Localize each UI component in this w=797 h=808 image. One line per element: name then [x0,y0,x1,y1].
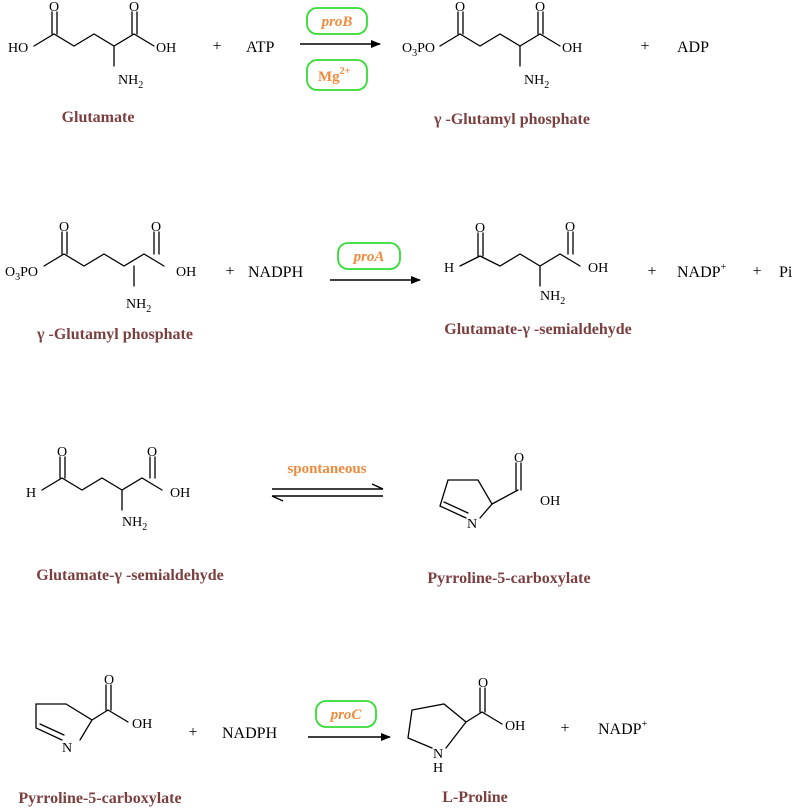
atom-o: O [514,451,524,466]
condition-label: spontaneous [287,461,366,477]
svg-text:O3PO: O3PO [402,41,435,59]
cofactor: ATP [246,39,275,56]
atom-o: O [57,445,67,460]
reactant-name: Glutamate-γ -semialdehyde [36,567,223,584]
reactant-name: Pyrroline-5-carboxylate [18,790,181,807]
cofactor-ion-box: Mg2+ [306,59,368,91]
product-name: L-Proline [442,789,507,806]
glutamyl-phosphate-structure: O O O3PO OH NH2 [402,0,582,91]
reaction-2: O O O3PO OH NH2 γ -Glutamyl phosphate + … [5,220,793,343]
svg-text:NH2: NH2 [118,73,143,91]
plus-sign: + [640,38,649,55]
enzyme-label: proC [329,707,363,723]
product-name: Glutamate-γ -semialdehyde [444,321,631,338]
atom-o: O [455,0,465,15]
atom-o: O [5,265,15,280]
atom-o: O [147,445,157,460]
atom-o: O [478,676,488,691]
plus-sign: + [752,263,761,280]
atom-oh: OH [562,41,582,56]
atom-h: H [444,261,454,276]
plus-sign: + [225,263,234,280]
byproduct-2: Pi [779,264,793,281]
atom-oh: OH [505,719,525,734]
svg-text:NH2: NH2 [122,515,147,533]
atom-h: H [26,486,36,501]
byproduct: NADP [598,721,642,738]
product-name: γ -Glutamyl phosphate [433,111,590,128]
ion-charge: 2+ [340,66,351,77]
svg-text:NH2: NH2 [524,73,549,91]
svg-text:NADP+: NADP+ [677,262,727,281]
byproduct-charge: + [721,262,727,273]
semialdehyde-structure: O O H OH NH2 [26,445,190,533]
glutamyl-phosphate-structure: O O O3PO OH NH2 [5,220,196,315]
reactant-name: Glutamate [62,109,135,126]
atom-oh: OH [588,261,608,276]
plus-sign: + [560,720,569,737]
atom-oh: OH [176,265,196,280]
atom-nh: NH [126,297,146,312]
atom-nh: NH [118,73,138,88]
atom-o: O [535,0,545,15]
reaction-1: O O HO OH NH2 Glutamate + ATP proB Mg2+ … [8,0,709,128]
atom-h: H [433,761,443,776]
atom-o: O [59,220,69,235]
atom-ho: HO [8,41,28,56]
byproduct: ADP [677,39,709,56]
atom-n: N [467,517,477,532]
svg-text:NH2: NH2 [126,297,151,315]
reactant-name: γ -Glutamyl phosphate [36,326,193,343]
enzyme-box: proB [306,7,368,35]
cofactor: NADPH [248,264,304,281]
proline-structure: O OH N H [407,676,525,776]
atom-o: O [49,0,59,15]
byproduct: NADP [677,264,721,281]
svg-text:NADP+: NADP+ [598,719,648,738]
atom-o: O [151,220,161,235]
enzyme-label: proA [352,249,385,265]
reaction-3: O O H OH NH2 Glutamate-γ -semialdehyde s… [26,445,591,587]
atom-o: O [402,41,412,56]
enzyme-box: proA [337,242,401,270]
pyrroline-structure: O OH N [35,673,152,756]
plus-sign: + [188,724,197,741]
atom-o: O [104,673,114,688]
reaction-4: O OH N Pyrroline-5-carboxylate + NADPH p… [18,673,647,807]
byproduct-charge: + [642,719,648,730]
semialdehyde-structure: O O H OH NH2 [444,220,608,307]
plus-sign: + [647,263,656,280]
ion-label: Mg [318,69,340,85]
atom-n: N [433,747,443,762]
atom-oh: OH [156,41,176,56]
atom-nh: NH [524,73,544,88]
atom-nh: NH [540,289,560,304]
glutamate-structure: O O HO OH NH2 [8,0,176,91]
atom-oh: OH [132,717,152,732]
product-name: Pyrroline-5-carboxylate [427,570,590,587]
atom-n: N [62,741,72,756]
atom-oh: OH [540,494,560,509]
atom-nh: NH [122,515,142,530]
atom-o: O [565,220,575,235]
atom-oh: OH [170,486,190,501]
enzyme-box: proC [315,700,377,728]
atom-o: O [475,221,485,236]
svg-text:O3PO: O3PO [5,265,38,283]
svg-text:NH2: NH2 [540,289,565,307]
plus-sign: + [212,38,221,55]
atom-o: O [129,0,139,15]
svg-text:Mg2+: Mg2+ [318,66,351,85]
subscript: 2 [138,80,143,91]
equilibrium-arrows [271,483,384,502]
cofactor: NADPH [222,725,278,742]
pyrroline-structure: O OH N [439,451,560,532]
enzyme-label: proB [320,14,353,30]
